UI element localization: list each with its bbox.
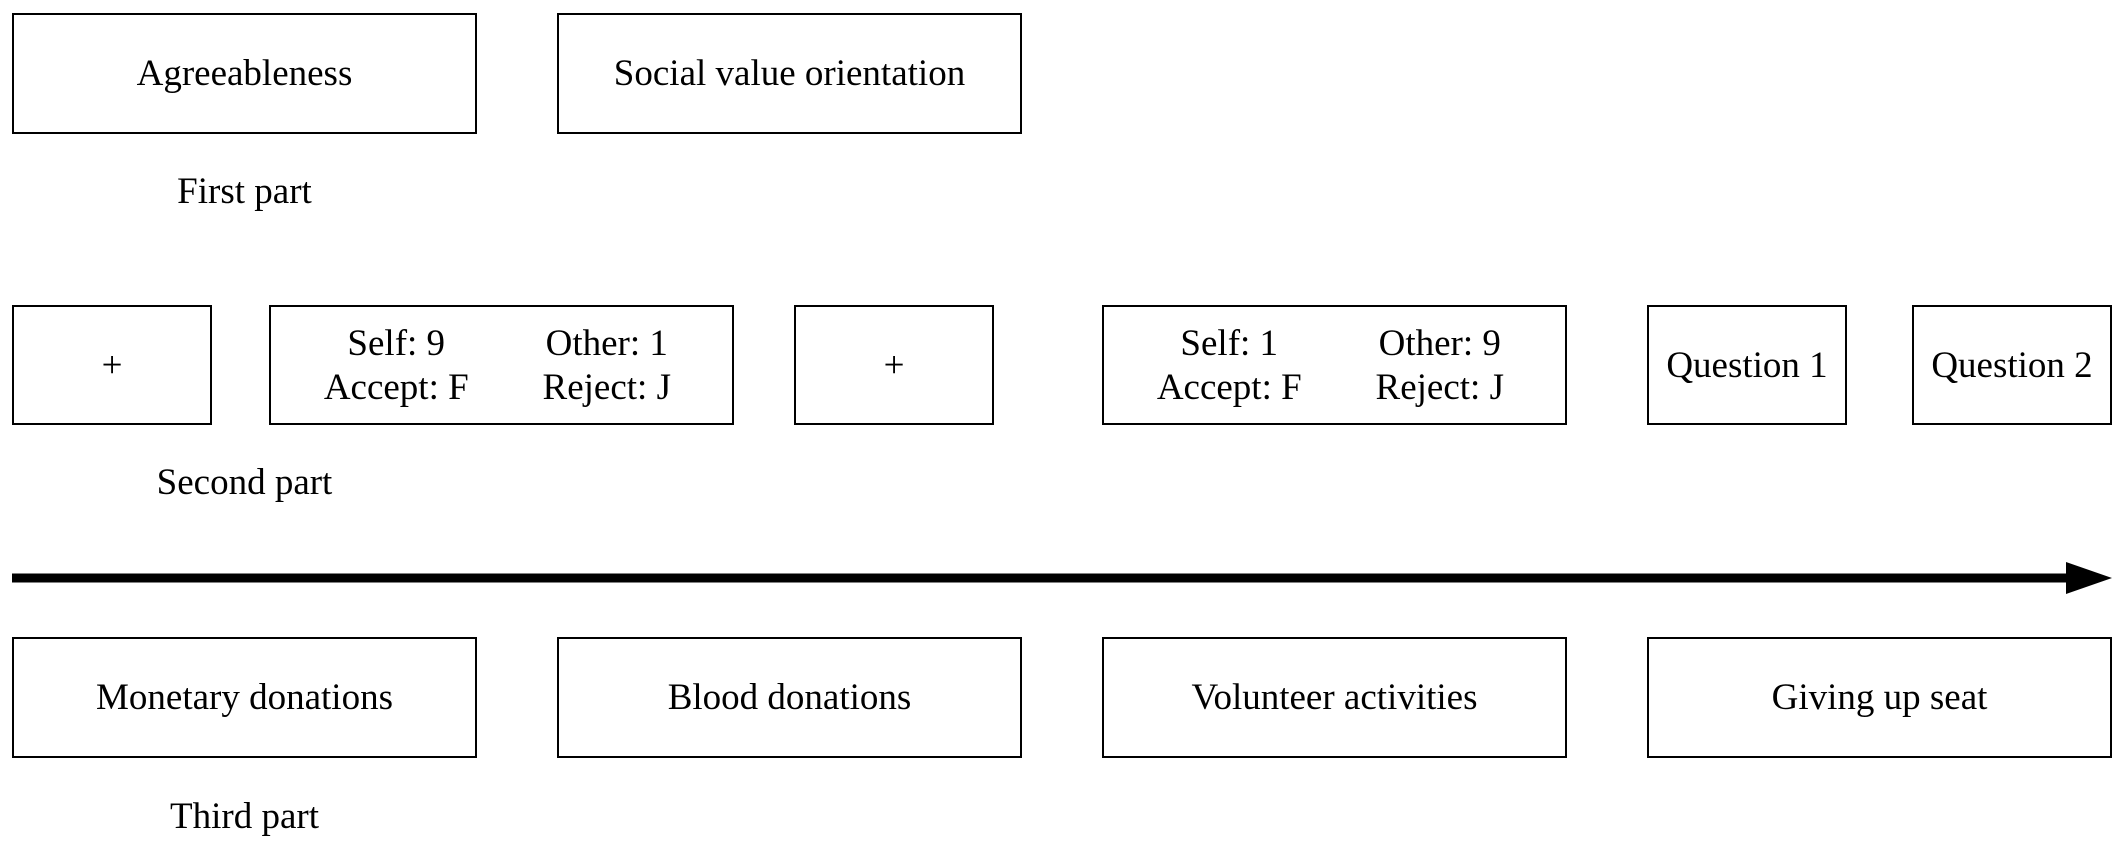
volunteer-activities-label: Volunteer activities bbox=[1191, 677, 1478, 718]
fixation-cross-1: + bbox=[101, 344, 123, 386]
blood-donations-box: Blood donations bbox=[557, 637, 1022, 758]
monetary-donations-box: Monetary donations bbox=[12, 637, 477, 758]
question-1-box: Question 1 bbox=[1647, 305, 1847, 425]
trial-box-2: Self: 1 Other: 9 Accept: F Reject: J bbox=[1102, 305, 1567, 425]
fixation-cross-box-1: + bbox=[12, 305, 212, 425]
timeline-arrow-icon bbox=[12, 562, 2112, 594]
giving-up-seat-box: Giving up seat bbox=[1647, 637, 2112, 758]
social-value-orientation-box: Social value orientation bbox=[557, 13, 1022, 134]
trial-1-accept: Accept: F bbox=[323, 366, 469, 408]
monetary-donations-label: Monetary donations bbox=[96, 677, 393, 718]
trial-1-self: Self: 9 bbox=[347, 322, 446, 364]
giving-up-seat-label: Giving up seat bbox=[1771, 677, 1988, 718]
trial-2-payoff-row: Self: 1 Other: 9 bbox=[1124, 325, 1545, 362]
third-part-caption: Third part bbox=[170, 796, 319, 837]
trial-2-reject: Reject: J bbox=[1375, 366, 1504, 408]
fixation-cross-box-2: + bbox=[794, 305, 994, 425]
second-part-caption: Second part bbox=[156, 462, 333, 503]
trial-1-reject: Reject: J bbox=[542, 366, 671, 408]
first-part-caption: First part bbox=[177, 171, 312, 212]
trial-1-response-row: Accept: F Reject: J bbox=[291, 369, 712, 406]
trial-box-1: Self: 9 Other: 1 Accept: F Reject: J bbox=[269, 305, 734, 425]
trial-2-self: Self: 1 bbox=[1180, 322, 1279, 364]
fixation-cross-2: + bbox=[883, 344, 905, 386]
volunteer-activities-box: Volunteer activities bbox=[1102, 637, 1567, 758]
agreeableness-label: Agreeableness bbox=[136, 53, 353, 94]
trial-2-accept: Accept: F bbox=[1156, 366, 1302, 408]
timeline-arrow-head bbox=[2066, 562, 2112, 594]
agreeableness-box: Agreeableness bbox=[12, 13, 477, 134]
social-value-orientation-label: Social value orientation bbox=[613, 53, 966, 94]
blood-donations-label: Blood donations bbox=[667, 677, 912, 718]
question-1-label: Question 1 bbox=[1666, 344, 1828, 386]
trial-2-other: Other: 9 bbox=[1378, 322, 1501, 364]
trial-1-payoff-row: Self: 9 Other: 1 bbox=[291, 325, 712, 362]
question-2-label: Question 2 bbox=[1931, 344, 2093, 386]
trial-1-other: Other: 1 bbox=[545, 322, 668, 364]
trial-2-response-row: Accept: F Reject: J bbox=[1124, 369, 1545, 406]
timeline-arrow bbox=[12, 560, 2112, 596]
question-2-box: Question 2 bbox=[1912, 305, 2112, 425]
